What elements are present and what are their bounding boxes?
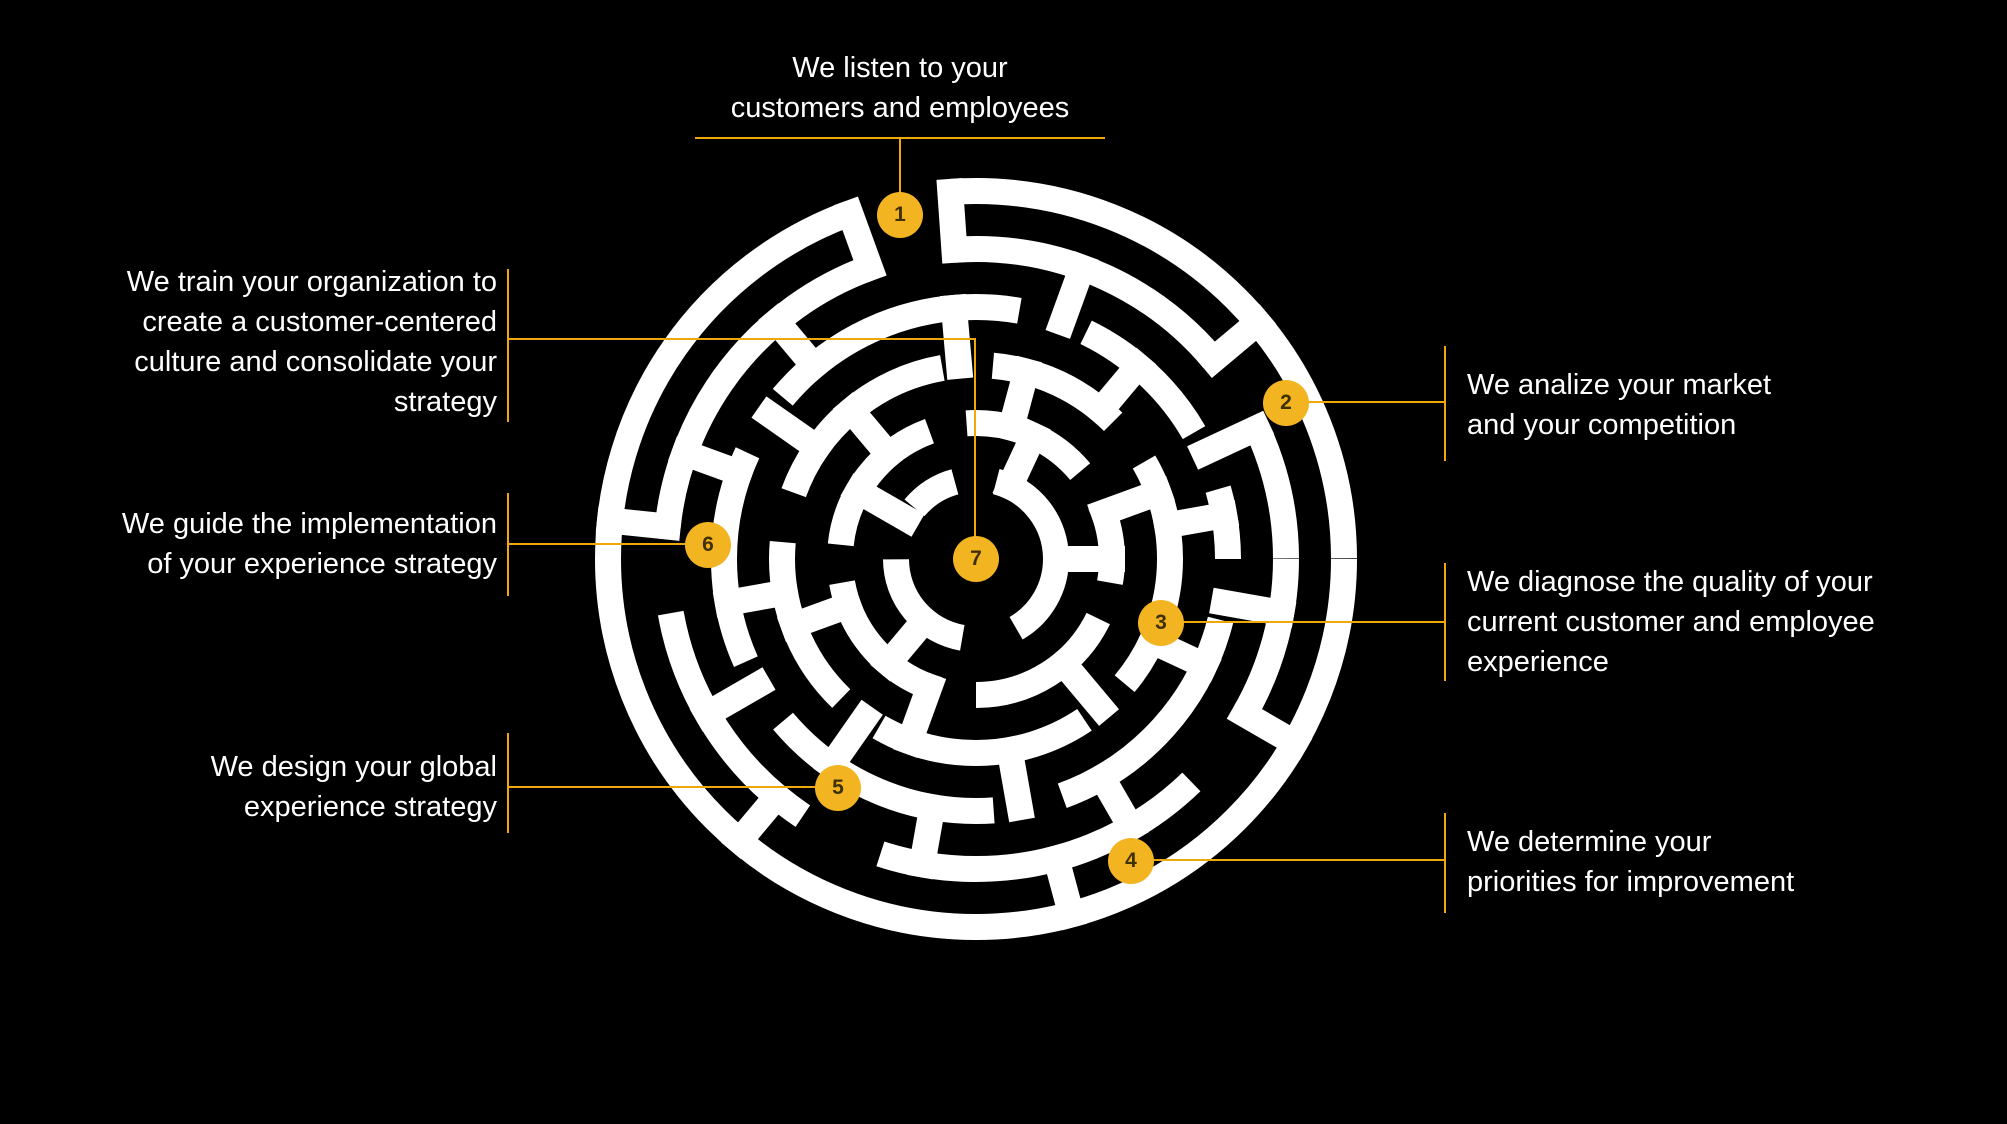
step-label-line: create a customer-centered (142, 306, 497, 338)
step-3-connector-horizontal (1183, 621, 1445, 623)
step-7-label: We train your organization to create a c… (0, 262, 497, 422)
step-label-line: We diagnose the quality of your (1467, 566, 1873, 598)
step-label-line: current customer and employee (1467, 606, 1875, 638)
step-4-label: We determine your priorities for improve… (1467, 822, 1967, 902)
step-6-connector-vertical (507, 493, 509, 596)
step-3-label: We diagnose the quality of your current … (1467, 562, 1997, 682)
step-2-label: We analize your market and your competit… (1467, 365, 1967, 445)
step-3-badge: 3 (1138, 600, 1184, 646)
step-6-badge: 6 (685, 522, 731, 568)
step-4-connector-horizontal (1153, 859, 1445, 861)
step-1-connector-vertical (899, 139, 901, 194)
step-6-label: We guide the implementation of your expe… (47, 504, 497, 584)
step-7-connector-tick (507, 269, 509, 422)
step-label-line: We determine your (1467, 826, 1712, 858)
step-4-badge: 4 (1108, 838, 1154, 884)
step-label-line: priorities for improvement (1467, 866, 1795, 898)
step-7-badge: 7 (953, 536, 999, 582)
step-5-connector-vertical (507, 733, 509, 833)
step-7-connector-horizontal (508, 338, 976, 340)
step-label-line: We analize your market (1467, 369, 1772, 401)
step-1-badge: 1 (877, 192, 923, 238)
step-2-badge: 2 (1263, 380, 1309, 426)
circular-maze-graphic (595, 178, 1357, 940)
step-label-line: We guide the implementation (121, 508, 497, 540)
step-5-connector-horizontal (508, 786, 818, 788)
step-2-connector-horizontal (1308, 401, 1445, 403)
step-4-connector-vertical (1444, 813, 1446, 913)
step-label-line: culture and consolidate your (134, 346, 497, 378)
step-6-connector-horizontal (508, 543, 688, 545)
step-label-line: of your experience strategy (147, 548, 497, 580)
step-5-badge: 5 (815, 765, 861, 811)
step-label-line: and your competition (1467, 409, 1737, 441)
step-label-line: We design your global (210, 751, 497, 783)
step-label-line: customers and employees (730, 92, 1070, 124)
step-label-line: experience (1467, 646, 1609, 678)
step-1-connector-underline (695, 137, 1105, 139)
step-7-connector-vertical (974, 338, 976, 538)
step-label-line: strategy (393, 386, 497, 418)
step-2-connector-vertical (1444, 346, 1446, 461)
step-3-connector-vertical (1444, 563, 1446, 681)
step-label-line: We listen to your (792, 52, 1008, 84)
step-label-line: experience strategy (243, 791, 497, 823)
step-label-line: We train your organization to (126, 266, 497, 298)
step-1-label: We listen to your customers and employee… (650, 48, 1150, 128)
step-5-label: We design your global experience strateg… (77, 747, 497, 827)
